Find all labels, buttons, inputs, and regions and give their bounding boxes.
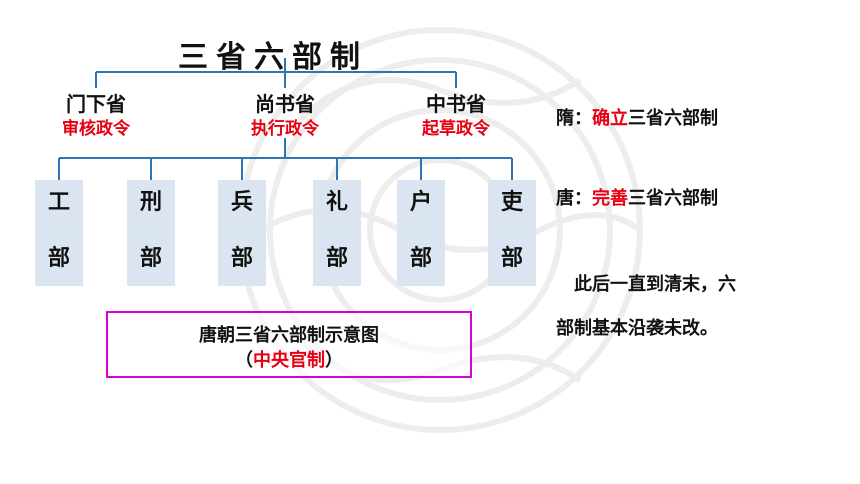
caption-title: 唐朝三省六部制示意图 — [199, 325, 379, 346]
bu-char: 吏 — [500, 190, 523, 215]
note-tang-highlight: 完善 — [592, 188, 628, 209]
note-sui: 隋：确立三省六部制 — [556, 104, 718, 130]
note-later-line1: 此后一直到清末，六 — [574, 274, 736, 295]
bu-box-gong: 工 部 — [35, 180, 83, 286]
note-tang: 唐：完善三省六部制 — [556, 184, 718, 210]
bu-char: 部 — [139, 246, 162, 271]
sheng-menxia-name: 门下省 — [66, 92, 126, 116]
bu-char: 部 — [230, 246, 253, 271]
bu-box-li: 礼 部 — [313, 180, 361, 286]
bu-box-xing: 刑 部 — [127, 180, 175, 286]
sheng-zhongshu-name: 中书省 — [426, 92, 486, 116]
sheng-zhongshu-role: 起草政令 — [422, 119, 490, 139]
bu-char: 工 — [47, 190, 70, 215]
bu-char: 部 — [409, 246, 432, 271]
note-sui-highlight: 确立 — [592, 108, 628, 129]
note-tang-prefix: 唐： — [556, 188, 592, 209]
bu-char: 部 — [47, 246, 70, 271]
bu-char: 户 — [409, 190, 432, 215]
diagram-title: 三省六部制 — [178, 40, 368, 75]
caption-highlight: 中央官制 — [253, 350, 325, 371]
bu-char: 刑 — [139, 190, 162, 215]
bu-char: 兵 — [230, 190, 253, 215]
bu-box-li-personnel: 吏 部 — [488, 180, 536, 286]
sheng-menxia-role: 审核政令 — [62, 119, 130, 139]
bu-char: 礼 — [325, 190, 348, 215]
caption-box: 唐朝三省六部制示意图 （中央官制） — [106, 311, 472, 378]
sheng-shangshu-role: 执行政令 — [251, 119, 319, 139]
caption-subtitle: （中央官制） — [108, 346, 470, 372]
note-sui-prefix: 隋： — [556, 108, 592, 129]
bu-char: 部 — [325, 246, 348, 271]
note-sui-suffix: 三省六部制 — [628, 108, 718, 129]
caption-close-paren: ） — [325, 350, 343, 371]
note-later-line2: 部制基本沿袭未改。 — [556, 318, 718, 339]
bu-box-hu: 户 部 — [397, 180, 445, 286]
bu-char: 部 — [500, 246, 523, 271]
bu-box-bing: 兵 部 — [218, 180, 266, 286]
caption-open-paren: （ — [235, 350, 253, 371]
sheng-shangshu-name: 尚书省 — [255, 92, 315, 116]
note-tang-suffix: 三省六部制 — [628, 188, 718, 209]
